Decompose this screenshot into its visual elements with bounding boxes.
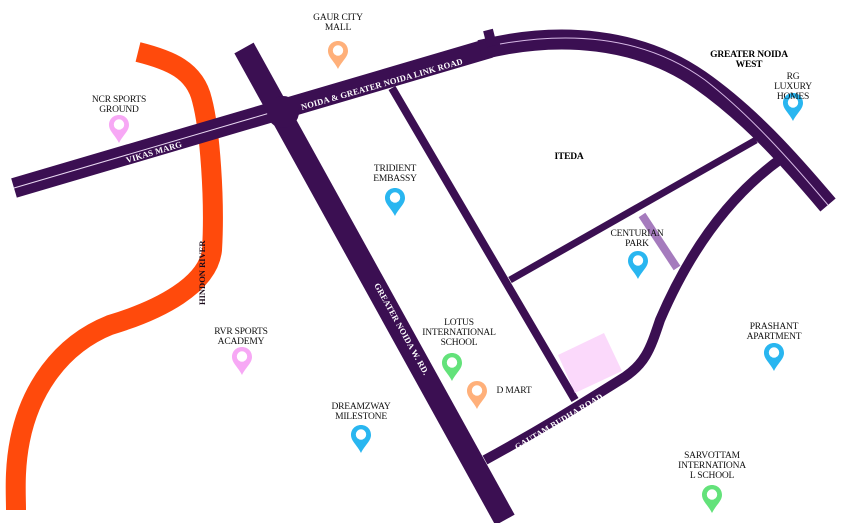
link-road-label: NOIDA & GREATER NOIDA LINK ROAD — [300, 56, 464, 112]
place-label-sarvottam-international-school[interactable]: SARVOTTAM INTERNATIONA L SCHOOL — [678, 451, 746, 481]
area-label-greater-noida-west: GREATER NOIDA WEST — [710, 50, 788, 70]
place-label-prashant-apartment[interactable]: PRASHANT APARTMENT — [746, 322, 802, 342]
area-label-iteda: ITEDA — [554, 152, 584, 162]
place-label-lotus-international-school[interactable]: LOTUS INTERNATIONAL SCHOOL — [422, 318, 496, 348]
place-label-rg-luxury-homes[interactable]: RG LUXURY HOMES — [774, 72, 812, 102]
place-label-centurian-park[interactable]: CENTURIAN PARK — [610, 229, 664, 249]
place-label-gaur-city-mall[interactable]: GAUR CITY MALL — [313, 13, 363, 33]
hindon-river-label: HINDON RIVER — [197, 240, 207, 305]
gautam-budha-road — [482, 153, 785, 465]
project-plot — [558, 333, 622, 393]
inner-road-diagonal — [388, 85, 579, 403]
place-label-dreamzway-milestone[interactable]: DREAMZWAY MILESTONE — [331, 402, 391, 422]
place-label-trident-embassy[interactable]: TRIDIENT EMBASSY — [373, 164, 417, 184]
park-connector-road — [638, 212, 681, 271]
place-label-ncr-sports-ground[interactable]: NCR SPORTS GROUND — [91, 95, 147, 115]
inner-road-cross — [508, 136, 758, 284]
hindon-river — [5, 42, 223, 511]
place-label-rvr-sports-academy[interactable]: RVR SPORTS ACADEMY — [214, 327, 268, 347]
gautam-budha-road-label: GAUTAM BUDHA ROAD — [513, 391, 605, 452]
place-label-d-mart[interactable]: D MART — [496, 386, 532, 396]
